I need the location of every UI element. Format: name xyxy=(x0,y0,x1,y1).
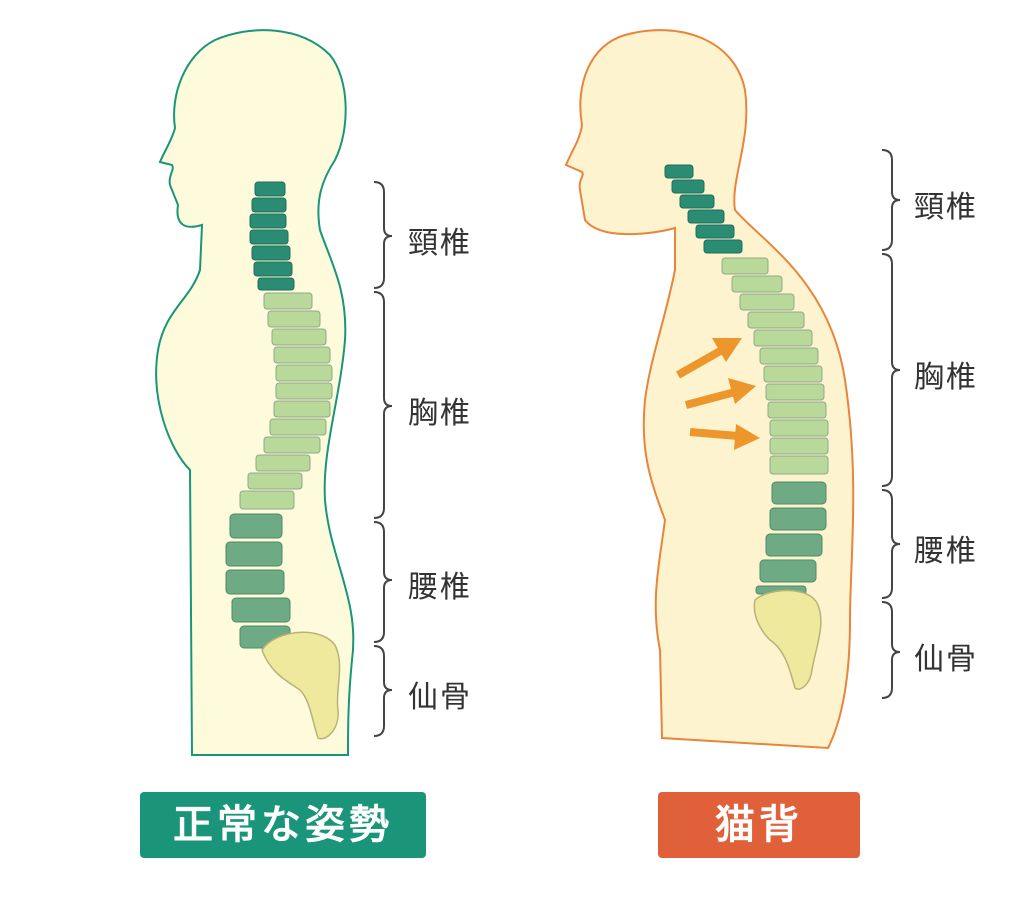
hunchback-lumbar-spine xyxy=(755,481,827,595)
normal-thoracic-spine xyxy=(239,292,333,510)
hunchback-label-thoracic: 胸椎 xyxy=(914,360,978,395)
arrow-icon xyxy=(734,424,760,450)
normal-label-thoracic: 胸椎 xyxy=(408,396,472,431)
hunchback-label-cervical: 頸椎 xyxy=(914,190,978,225)
forward-arrows xyxy=(676,338,760,450)
normal-label-lumbar: 腰椎 xyxy=(408,570,472,605)
hunchback-label-lumbar: 腰椎 xyxy=(914,534,978,569)
normal-label-sacrum: 仙骨 xyxy=(408,680,472,715)
normal-sacrum xyxy=(261,631,341,740)
normal-lumbar-spine xyxy=(225,513,291,649)
hunchback-thoracic-spine xyxy=(721,257,829,475)
hunchback-section-brackets xyxy=(881,149,901,699)
normal-cervical-spine xyxy=(249,181,295,291)
normal-body-silhouette xyxy=(155,29,355,756)
arrow-icon xyxy=(712,338,742,362)
hunchback-posture-title: 猫背 xyxy=(658,792,860,858)
normal-posture-title: 正常な姿勢 xyxy=(140,792,426,858)
hunchback-cervical-spine xyxy=(664,164,743,254)
hunchback-sacrum xyxy=(753,589,822,690)
hunchback-label-sacrum: 仙骨 xyxy=(914,642,978,677)
normal-section-brackets xyxy=(373,181,393,737)
arrow-icon xyxy=(728,378,756,404)
normal-label-cervical: 頸椎 xyxy=(408,226,472,261)
